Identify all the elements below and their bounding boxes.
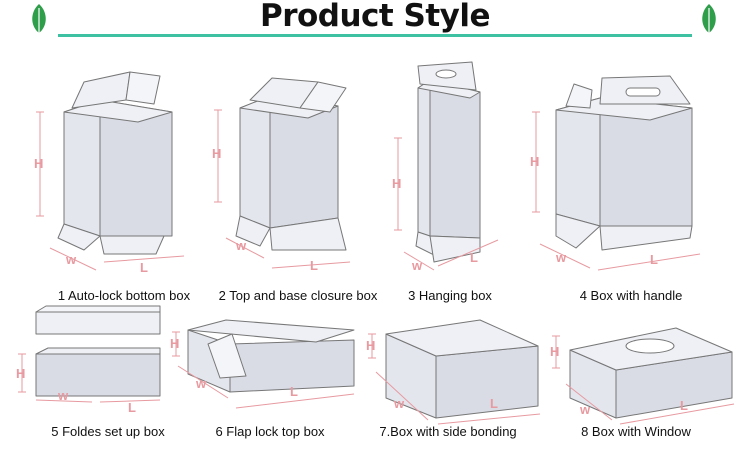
length-label: L	[680, 398, 688, 413]
box-illustration-flap-lock-top	[187, 319, 355, 393]
box-illustration-side-bonding	[385, 319, 539, 419]
height-label: H	[392, 176, 401, 191]
dimension-labels: H w L H w L H w L H w L H w L H w L H w …	[16, 146, 688, 417]
caption-folded-setup-box: 5 Foldes set up box	[51, 424, 165, 439]
length-label: L	[470, 250, 478, 265]
box-illustration-auto-lock-bottom	[57, 71, 173, 255]
length-label: L	[650, 252, 658, 267]
header: Product Style	[0, 0, 750, 40]
dimension-lines	[18, 109, 735, 425]
length-label: L	[140, 260, 148, 275]
box-illustration-top-base-closure	[235, 77, 347, 251]
length-label: L	[490, 396, 498, 411]
caption-top-base-closure-box: 2 Top and base closure box	[218, 288, 378, 303]
caption-flap-lock-top-box: 6 Flap lock top box	[215, 424, 325, 439]
width-label: w	[555, 250, 567, 265]
height-label: H	[212, 146, 221, 161]
box-illustration-window	[569, 327, 733, 419]
caption-box-with-window: 8 Box with Window	[581, 424, 691, 439]
caption-hanging-box: 3 Hanging box	[408, 288, 492, 303]
leaf-icon	[702, 4, 716, 35]
width-label: w	[579, 402, 591, 417]
length-label: L	[310, 258, 318, 273]
length-label: L	[290, 384, 298, 399]
width-label: w	[411, 258, 423, 273]
height-label: H	[34, 156, 43, 171]
width-label: w	[65, 252, 77, 267]
height-label: H	[366, 338, 375, 353]
box-illustration-hanging	[415, 61, 481, 263]
length-label: L	[128, 400, 136, 415]
height-label: H	[530, 154, 539, 169]
page-title: Product Style	[259, 0, 491, 34]
caption-auto-lock-bottom-box: 1 Auto-lock bottom box	[57, 288, 191, 303]
width-label: w	[393, 396, 405, 411]
width-label: w	[235, 238, 247, 253]
caption-box-with-handle: 4 Box with handle	[579, 288, 683, 303]
height-label: H	[170, 336, 179, 351]
box-illustration-folded-setup	[35, 305, 161, 397]
height-label: H	[550, 344, 559, 359]
width-label: w	[195, 376, 207, 391]
width-label: w	[57, 388, 69, 403]
title-underline	[58, 34, 692, 37]
box-illustration-handle	[555, 75, 693, 251]
caption-side-bonding-box: 7.Box with side bonding	[379, 424, 517, 439]
leaf-icon	[32, 4, 46, 35]
height-label: H	[16, 366, 25, 381]
